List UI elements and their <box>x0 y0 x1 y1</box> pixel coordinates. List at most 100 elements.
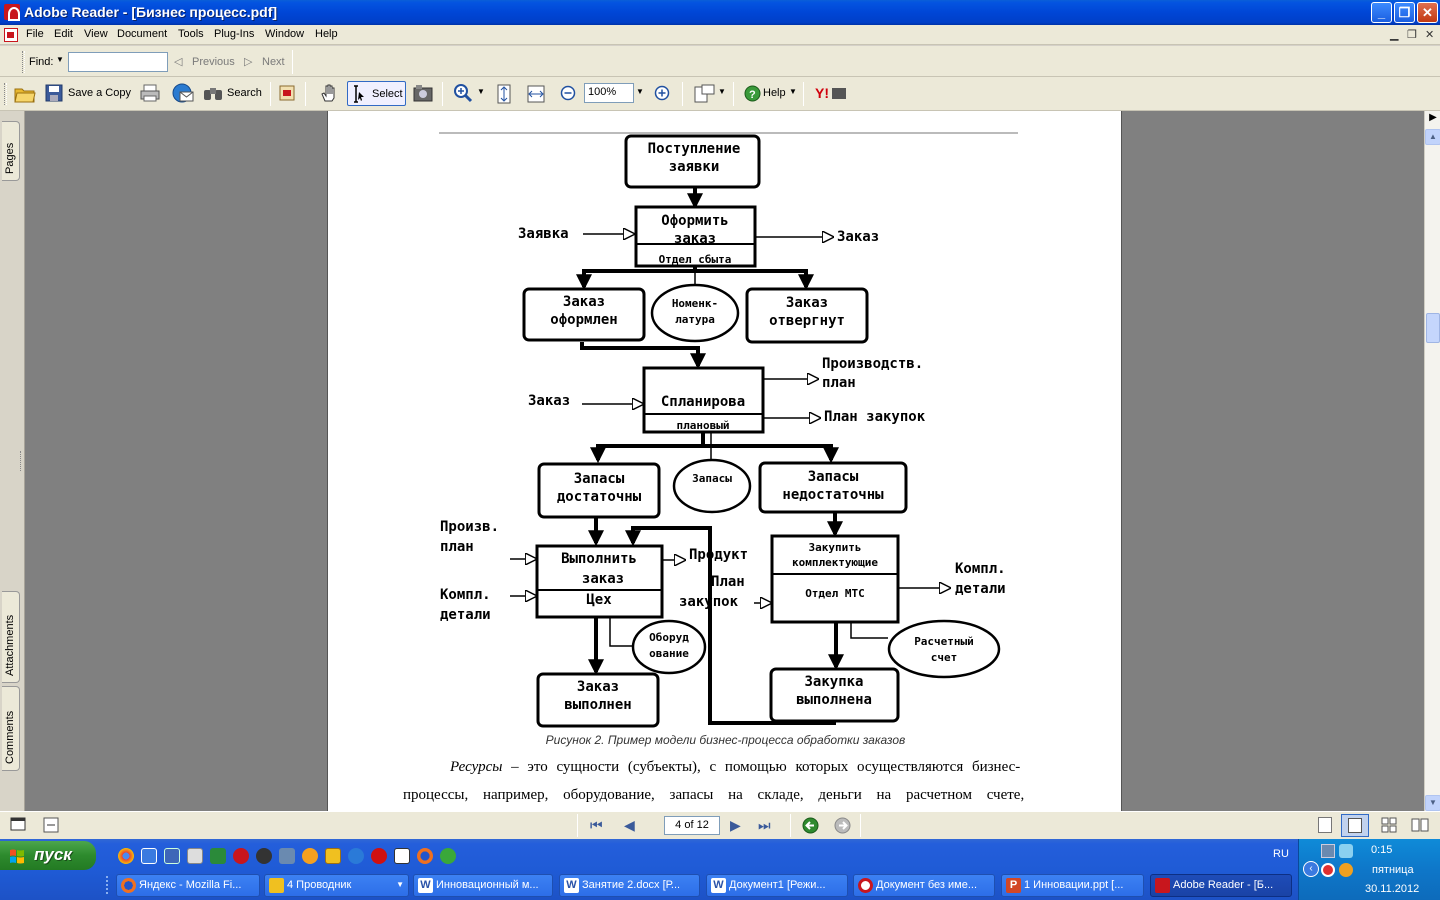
continuous-facing-icon[interactable] <box>1411 817 1429 833</box>
update-icon[interactable] <box>1339 863 1353 877</box>
excel-icon[interactable] <box>210 848 226 864</box>
page-options-icon[interactable] <box>43 817 59 833</box>
adobe-quicklaunch-icon[interactable] <box>233 848 249 864</box>
zoom-tool-dropdown-icon[interactable]: ▼ <box>477 87 485 96</box>
vertical-scrollbar[interactable]: ▶ ▲ ▼ <box>1424 111 1440 811</box>
doc-close-icon[interactable]: ✕ <box>1425 29 1435 41</box>
restore-button[interactable]: ❐ <box>1394 2 1415 23</box>
toolbar-grip[interactable] <box>4 83 7 105</box>
task-untitled-document[interactable]: Документ без име... <box>853 874 995 897</box>
menu-help[interactable]: Help <box>315 28 338 40</box>
find-label[interactable]: Find: <box>29 56 54 68</box>
document-viewport[interactable]: Поступление заявки Оформить заказ Отдел … <box>25 111 1424 811</box>
media-player-icon[interactable] <box>256 848 272 864</box>
menu-plugins[interactable]: Plug-Ins <box>214 28 255 40</box>
rotate-dropdown-icon[interactable]: ▼ <box>718 87 726 96</box>
web-icon[interactable] <box>440 848 456 864</box>
zoom-out-icon[interactable] <box>560 85 576 101</box>
save-a-copy-button[interactable]: Save a Copy <box>68 87 131 99</box>
scroll-up-arrow[interactable]: ▲ <box>1425 129 1440 145</box>
doc-minimize-icon[interactable]: ▁ <box>1390 29 1399 41</box>
minimize-button[interactable]: _ <box>1371 2 1392 23</box>
search-button[interactable]: Search <box>227 87 262 99</box>
network-icon[interactable] <box>1321 844 1335 858</box>
page-number-field[interactable]: 4 of 12 <box>664 816 720 835</box>
zoom-in-icon[interactable] <box>654 85 670 101</box>
menu-edit[interactable]: Edit <box>54 28 73 40</box>
doc-restore-icon[interactable]: ❐ <box>1407 29 1417 41</box>
pages-tab[interactable]: Pages <box>2 121 20 181</box>
computer-icon[interactable] <box>279 848 295 864</box>
firefox-quicklaunch-icon[interactable] <box>417 848 433 864</box>
open-folder-icon[interactable] <box>14 84 36 104</box>
zoom-level-dropdown-icon[interactable]: ▼ <box>636 87 644 96</box>
last-page-icon[interactable]: ⏭ <box>758 817 771 833</box>
save-icon[interactable] <box>45 84 63 102</box>
first-page-icon[interactable]: ⏮ <box>590 817 603 833</box>
email-client-icon[interactable] <box>302 848 318 864</box>
close-button[interactable]: ✕ <box>1417 2 1438 23</box>
next-button[interactable]: Next <box>262 56 285 68</box>
comments-tab[interactable]: Comments <box>2 686 20 771</box>
task-word-document1[interactable]: W Документ1 [Режи... <box>706 874 848 897</box>
help-icon[interactable]: ? <box>744 85 761 102</box>
pdf-document-icon[interactable] <box>4 28 18 42</box>
next-icon[interactable]: ▷ <box>244 56 253 68</box>
word-quicklaunch-icon[interactable] <box>164 848 180 864</box>
next-page-icon[interactable]: ▶ <box>730 817 741 833</box>
yahoo-search-icon[interactable]: Y! <box>814 84 848 102</box>
menu-view[interactable]: View <box>84 28 108 40</box>
page-layout-icon[interactable] <box>10 817 26 833</box>
single-page-icon[interactable] <box>1318 817 1332 833</box>
go-forward-icon[interactable] <box>834 817 851 834</box>
help-dropdown-icon[interactable]: ▼ <box>789 87 797 96</box>
previous-button[interactable]: Previous <box>192 56 235 68</box>
tasks-icon[interactable] <box>279 85 295 101</box>
language-indicator[interactable]: RU <box>1273 848 1289 860</box>
bluetooth-icon[interactable] <box>1339 844 1353 858</box>
notepad-icon[interactable] <box>187 848 203 864</box>
previous-icon[interactable]: ◁ <box>174 56 183 68</box>
pane-splitter[interactable] <box>20 451 23 471</box>
zoom-level-input[interactable]: 100% <box>584 83 634 103</box>
fit-width-icon[interactable] <box>527 85 545 103</box>
folder-icon[interactable] <box>325 848 341 864</box>
opera-icon[interactable] <box>371 848 387 864</box>
toolbar-grip[interactable] <box>22 51 25 73</box>
select-tool-button[interactable]: Select <box>347 81 406 106</box>
find-input[interactable] <box>68 52 168 72</box>
desktop-icon[interactable] <box>141 848 157 864</box>
task-yandex-firefox[interactable]: Яндекс - Mozilla Fi... <box>116 874 260 897</box>
start-button[interactable]: пуск <box>0 841 96 870</box>
hand-tool-icon[interactable] <box>320 83 340 103</box>
chrome-icon[interactable] <box>118 848 134 864</box>
facing-pages-icon[interactable] <box>1381 817 1397 833</box>
task-adobe-reader[interactable]: Adobe Reader - [Б... <box>1150 874 1292 897</box>
menu-tools[interactable]: Tools <box>178 28 204 40</box>
print-icon[interactable] <box>140 84 160 102</box>
pane-menu-arrow-icon[interactable]: ▶ <box>1429 112 1437 123</box>
previous-page-icon[interactable]: ◀ <box>624 817 635 833</box>
continuous-page-button[interactable] <box>1341 814 1369 837</box>
actual-size-icon[interactable] <box>496 84 512 104</box>
task-powerpoint[interactable]: P 1 Инновации.ppt [... <box>1001 874 1144 897</box>
snapshot-icon[interactable] <box>413 84 433 102</box>
zoom-in-tool-icon[interactable] <box>453 83 473 103</box>
menu-document[interactable]: Document <box>117 28 168 40</box>
find-dropdown-icon[interactable]: ▼ <box>56 55 64 64</box>
antivirus-icon[interactable] <box>1321 863 1335 877</box>
internet-explorer-icon[interactable] <box>348 848 364 864</box>
menu-window[interactable]: Window <box>265 28 305 40</box>
menu-file[interactable]: File <box>26 28 44 40</box>
rotate-view-icon[interactable] <box>694 84 716 104</box>
help-button[interactable]: Help <box>763 87 786 99</box>
scroll-thumb[interactable] <box>1426 313 1440 343</box>
task-word-innovation[interactable]: W Инновационный м... <box>413 874 553 897</box>
task-explorer[interactable]: 4 Проводник ▼ <box>264 874 409 897</box>
task-word-lesson2[interactable]: W Занятие 2.docx [Р... <box>559 874 700 897</box>
clock-time[interactable]: 0:15 <box>1371 844 1393 856</box>
go-back-icon[interactable] <box>802 817 819 834</box>
binoculars-icon[interactable] <box>203 85 223 101</box>
taskbar-grip[interactable] <box>106 876 114 894</box>
email-icon[interactable] <box>172 83 194 103</box>
